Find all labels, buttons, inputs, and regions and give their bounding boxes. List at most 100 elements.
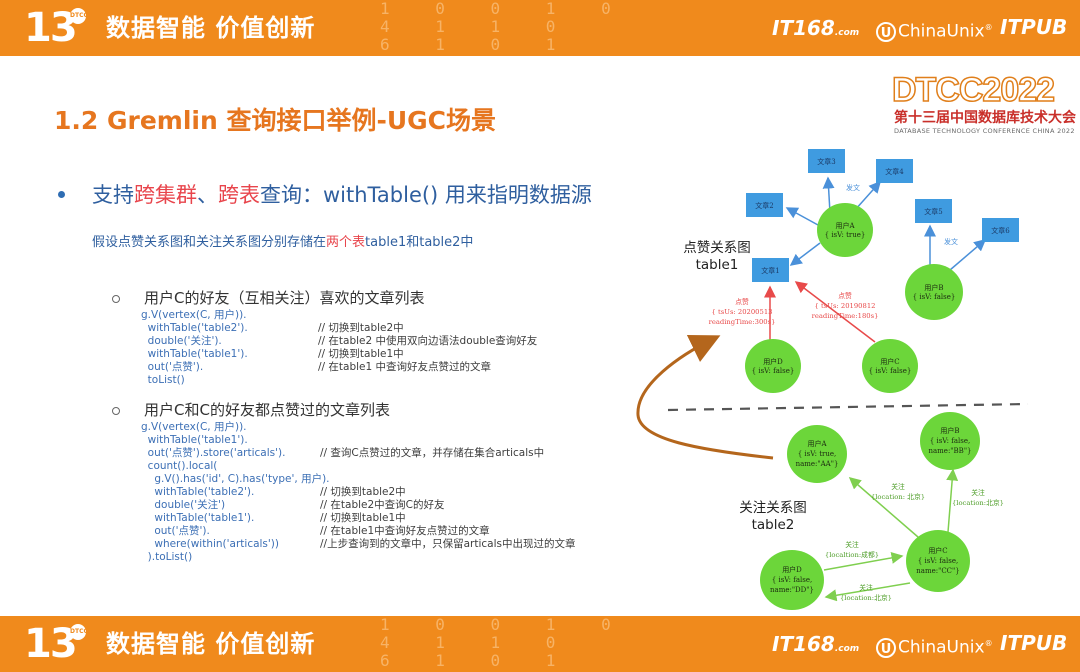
follow-ca-label-1: 关注 [891,482,905,491]
g2-user-d-props-1: { isV: false, [772,576,812,584]
code-line: g.V(vertex(C, 用户)). [141,421,247,433]
graph2-label: 关注关系图 table2 [739,500,807,533]
code-line: withTable('table1'). [141,512,255,524]
code-line: ).toList() [141,551,193,563]
g1-user-c-node [862,339,918,393]
edge-b-article6 [949,239,987,271]
code-line: double('关注') [141,499,226,511]
slide-title: 1.2 Gremlin 查询接口举例-UGC场景 [54,106,497,135]
g2-user-c-props-2: name:"CC"} [916,567,959,575]
code-line: out('点赞').store('articals'). [141,447,286,459]
bullet-dot [58,191,65,198]
g1-user-a-name: 用户A [835,221,855,230]
follow-cb-label-1: 关注 [971,488,985,497]
g1-user-a-props: { isV: true} [825,231,866,239]
code-line: withTable('table2'). [141,486,255,498]
edge-like-c-label-3: readingTime:180s} [812,312,879,320]
code-comment: // 查询C点赞过的文章，并存储在集合articals中 [320,447,545,459]
event-number-logo: 13 [24,5,78,51]
g2-user-a-props-1: { isV: true, [798,450,836,458]
relationship-diagram: 发文 发文 点赞 { tsUs: 20200513 readingTime:30… [636,149,1029,610]
article-box-2 [746,193,783,217]
article-box-6 [982,218,1019,242]
code-line: count().local( [141,460,218,472]
edge-a-article4 [854,180,881,211]
code-line: toList() [141,374,185,386]
article-label-6: 文章6 [991,226,1010,235]
code-comment: // 在table1 中查询好友点赞过的文章 [318,361,492,373]
code-line: g.V().has('id', C).has('type', 用户). [141,473,330,485]
code-comment: // 切换到table2中 [318,322,404,334]
sponsor-itpub-logo: ITPUB [1000,15,1068,39]
article-label-2: 文章2 [755,201,773,210]
g1-user-a-node [817,203,873,257]
g2-user-d-name: 用户D [782,565,802,574]
lead-statement: 支持跨集群、跨表查询：withTable() 用来指明数据源 [92,183,592,207]
g2-user-c-name: 用户C [928,546,947,555]
g2-user-b-node [920,412,980,470]
code-comment: // 切换到table1中 [318,348,404,360]
code-line: double('关注'). [141,335,222,347]
dtcc-2022-logo: DTCC2022 第十三届中国数据库技术大会 DATABASE TECHNOLO… [891,71,1076,135]
article-label-5: 文章5 [924,207,942,216]
g1-user-b-props: { isV: false} [913,293,956,301]
banner-slogan: 数据智能 价值创新 [106,14,316,42]
follow-dc-label-2: {localtion:成都} [825,550,879,559]
g1-user-c-props: { isV: false} [869,367,912,375]
table-link-curve-arrow [636,334,774,460]
g1-user-d-props: { isV: false} [752,367,795,375]
edge-follow-d-c [823,551,904,571]
banner-digit-pattern: 1 0 0 1 0 4 1 1 0 6 1 0 1 [380,616,629,670]
g2-user-a-props-2: name:"AA"} [796,460,839,468]
g2-user-b-name: 用户B [940,426,959,435]
g2-user-a-node [787,425,847,483]
edge-like-c-article1 [794,281,876,343]
edge-follow-c-a [848,477,919,538]
g1-user-d-node [745,339,801,393]
event-badge: DTCC [70,8,88,24]
bottom-banner: 1 0 0 1 0 4 1 1 0 6 1 0 1 13 DTCC 数据智能 价… [0,616,1080,672]
section1-title: 用户C的好友（互相关注）喜欢的文章列表 [144,289,425,307]
follow-dc-label-1: 关注 [845,540,859,549]
g2-user-c-node [906,530,970,592]
g1-user-d-name: 用户D [763,357,783,366]
sponsor-it168-logo: IT168.com [772,632,860,656]
banner-slogan: 数据智能 价值创新 [106,630,316,658]
code-line: out('点赞'). [141,361,204,373]
g1-user-b-name: 用户B [924,283,943,292]
article-label-1: 文章1 [761,266,779,275]
article-box-4 [876,159,913,183]
follow-cd-label-2: {location:北京} [840,593,892,602]
event-badge: DTCC [70,624,88,640]
edge-follow-c-b [946,468,959,533]
edge-label-article6: 发文 [944,237,958,246]
code-line: withTable('table1'). [141,434,248,446]
article-box-5 [915,199,952,223]
section-bullet-ring [112,407,120,415]
follow-cd-label-1: 关注 [859,583,873,592]
code-comment: // 在table2中查询C的好友 [320,499,445,511]
code-comment: // 在table2 中使用双向边语法double查询好友 [318,335,538,347]
edge-a-article2 [785,207,819,226]
code-line: withTable('table1'). [141,348,248,360]
edge-like-c-label-2: { tsUs: 20190812 [815,302,876,310]
article-label-4: 文章4 [885,167,904,176]
g2-user-b-props-2: name:"BB"} [928,447,971,455]
code-line: out('点赞'). [141,525,210,537]
event-number-logo: 13 [24,621,78,667]
graph-separator-dashed [667,402,1029,412]
chinaunix-u-icon: U [876,637,896,658]
g2-user-c-props-1: { isV: false, [918,557,958,565]
code-comment: // 切换到table1中 [320,512,406,524]
g2-user-d-props-2: name:"DD"} [770,586,814,594]
edge-like-d-label-2: { tsUs: 20200513 [712,308,773,316]
code-comment: //上步查询到的文章中，只保留articals中出现过的文章 [320,538,576,550]
code-line: g.V(vertex(C, 用户)). [141,309,247,321]
edge-like-d-label-3: readingTime:300s} [709,318,776,326]
follow-ca-label-2: {location: 北京} [871,492,925,501]
edge-like-c-label-1: 点赞 [838,291,852,300]
follow-cb-label-2: {location:北京} [952,498,1004,507]
g2-user-b-props-1: { isV: false, [930,437,970,445]
